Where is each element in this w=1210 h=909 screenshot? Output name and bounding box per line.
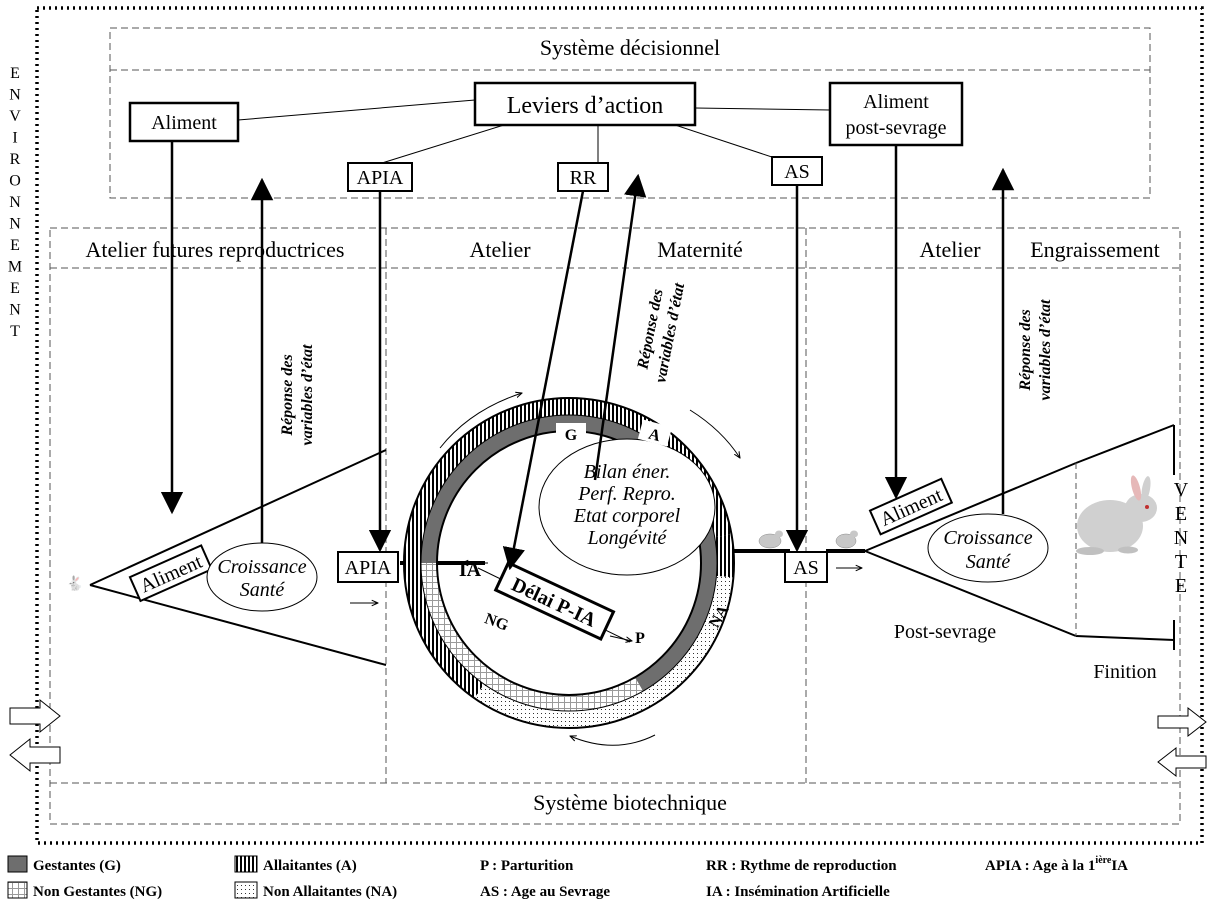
legend-as: AS : Age au Sevrage xyxy=(480,884,610,900)
svg-text:RR: RR xyxy=(570,167,597,189)
svg-text:Croissance: Croissance xyxy=(217,556,306,578)
ring-non-gestantes-segment xyxy=(421,563,643,712)
legend-gestantes: Gestantes (G) xyxy=(33,858,121,874)
bilan-line-2: Perf. Repro. xyxy=(577,483,676,505)
decision-system-title: Système décisionnel xyxy=(540,35,720,60)
svg-text:AS: AS xyxy=(793,557,819,579)
svg-text:Aliment: Aliment xyxy=(863,91,929,113)
lever-box-as[interactable]: AS xyxy=(771,156,823,186)
ring-label-ia: IA xyxy=(459,559,482,581)
ring-label-ng: NG xyxy=(482,610,511,634)
svg-text:variables d’état: variables d’état xyxy=(299,344,316,445)
ring-label-p: P xyxy=(635,630,645,647)
response-label-left: Réponse des variables d’état xyxy=(279,344,316,445)
lever-box-aliment[interactable]: Aliment xyxy=(128,101,240,143)
bilan-text: Bilan éner. Perf. Repro. Etat corporel L… xyxy=(573,461,681,549)
delai-p-ia-box[interactable]: Délai P-IA xyxy=(493,560,616,642)
svg-text:Santé: Santé xyxy=(240,579,286,601)
lever-box-rr[interactable]: RR xyxy=(557,162,609,192)
bilan-ellipse xyxy=(538,438,716,576)
svg-text:AS: AS xyxy=(784,161,810,183)
response-label-center: Réponse des variables d’état xyxy=(634,281,688,384)
post-sevrage-label: Post-sevrage xyxy=(894,621,996,643)
exchange-arrows-right xyxy=(1157,706,1207,778)
svg-text:APIA: APIA xyxy=(357,167,404,189)
workshop-engraissement-atelier: Atelier xyxy=(919,237,981,262)
workshop-maternite: Maternité xyxy=(657,237,743,262)
ring-label-g: G xyxy=(565,427,578,444)
arrow-rr-down xyxy=(502,190,585,571)
legend-apia: APIA : Age à la 1ièreIA xyxy=(985,855,1128,874)
workshop-futures: Atelier futures reproductrices xyxy=(86,237,345,262)
workshop-engraissement: Engraissement xyxy=(1030,237,1160,262)
svg-text:Leviers d’action: Leviers d’action xyxy=(507,93,664,119)
legend-non-gestantes: Non Gestantes (NG) xyxy=(33,884,162,900)
svg-text:Réponse des: Réponse des xyxy=(279,354,296,436)
legend: Gestantes (G) Non Gestantes (NG) Allaita… xyxy=(7,855,1128,900)
bilan-line-4: Longévité xyxy=(587,527,668,549)
small-rabbit-left: 🐇 xyxy=(66,575,83,592)
flow-arrows xyxy=(160,141,1015,571)
svg-text:variables d’état: variables d’état xyxy=(1037,299,1054,400)
fattening-shape xyxy=(864,424,1175,641)
legend-allaitantes: Allaitantes (A) xyxy=(263,858,357,874)
decision-system: Système décisionnel xyxy=(109,27,1151,199)
lever-box-aliment-postsevrage[interactable]: Aliment post-sevrage xyxy=(828,81,964,147)
tag-apia[interactable]: APIA xyxy=(337,551,399,583)
biotech-system-title: Système biotechnique xyxy=(533,790,727,815)
svg-text:Santé: Santé xyxy=(966,551,1012,573)
outer-frame xyxy=(35,6,1204,845)
bilan-line-3: Etat corporel xyxy=(573,505,681,527)
svg-text:Réponse des: Réponse des xyxy=(1017,309,1034,391)
ring-non-allaitantes-segment xyxy=(474,575,734,728)
svg-text:Aliment: Aliment xyxy=(151,112,217,134)
finition-label: Finition xyxy=(1093,661,1156,683)
ring-non-allaitantes-left-segment xyxy=(404,563,485,699)
svg-text:Aliment: Aliment xyxy=(877,484,946,531)
response-label-right: Réponse des variables d’état xyxy=(1017,299,1054,400)
tag-aliment-left[interactable]: Aliment xyxy=(128,544,214,603)
bilan-line-1: Bilan éner. xyxy=(584,461,671,483)
ring-border xyxy=(420,414,718,712)
tag-as[interactable]: AS xyxy=(784,551,828,583)
rabbit-finition-icon xyxy=(1076,475,1157,555)
rotation-arrows xyxy=(439,393,740,746)
svg-text:Croissance: Croissance xyxy=(943,527,1032,549)
legend-ia: IA : Insémination Artificielle xyxy=(706,884,890,900)
small-flow-arrows xyxy=(350,568,862,603)
legend-rr: RR : Rythme de reproduction xyxy=(706,858,897,874)
ring-label-a: A xyxy=(647,426,663,446)
reproduction-cycle-ring xyxy=(403,397,735,729)
croissance-ellipse-left: Croissance Santé xyxy=(206,542,318,612)
lever-box-main[interactable]: Leviers d’action xyxy=(473,81,697,127)
svg-text:Aliment: Aliment xyxy=(137,551,206,598)
workshop-maternite-atelier: Atelier xyxy=(469,237,531,262)
exchange-arrows-left xyxy=(9,698,61,773)
legend-non-allaitantes: Non Allaitantes (NA) xyxy=(263,884,397,900)
rabbit-weaned-icons xyxy=(758,530,858,549)
ring-border xyxy=(403,397,735,729)
arrow-response-center-up xyxy=(593,173,647,481)
legend-p: P : Parturition xyxy=(480,858,574,874)
svg-text:post-sevrage: post-sevrage xyxy=(845,117,946,139)
croissance-ellipse-right: Croissance Santé xyxy=(927,513,1049,583)
tag-aliment-right[interactable]: Aliment xyxy=(868,477,954,536)
ring-allaitantes-segment xyxy=(404,398,732,563)
lever-connectors xyxy=(237,99,831,164)
svg-text:APIA: APIA xyxy=(345,557,392,579)
biotech-system: Système biotechnique xyxy=(49,227,1181,825)
lever-box-apia[interactable]: APIA xyxy=(347,162,413,192)
